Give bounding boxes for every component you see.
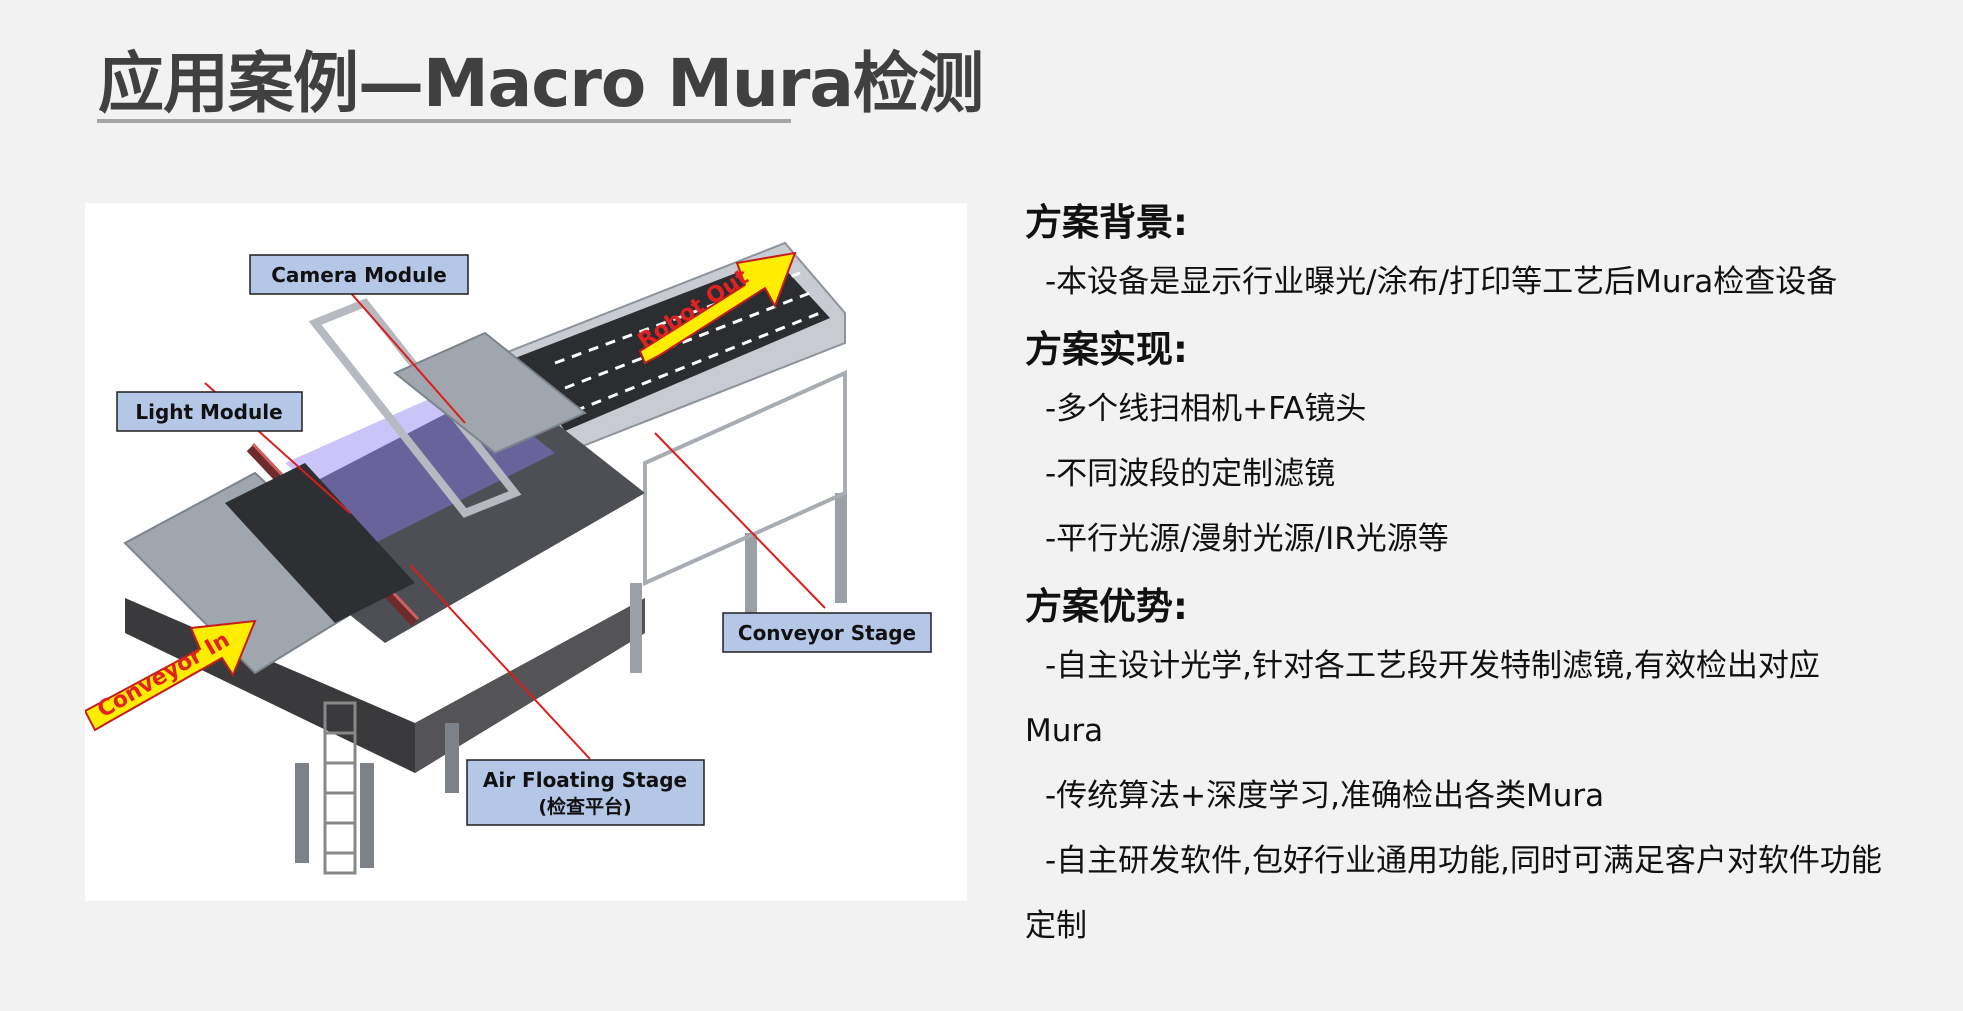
- ladder: [323, 701, 357, 875]
- section-heading-implementation: 方案实现:: [1025, 328, 1188, 371]
- equipment-figure: Robot Out Conveyor In Camera Module Ligh…: [85, 203, 967, 901]
- air-floating-stage-label: Air Floating Stage: [483, 768, 687, 792]
- advantage-item: -自主研发软件,包好行业通用功能,同时可满足客户对软件功能: [1045, 843, 1882, 879]
- air-stage-callout-line: [409, 564, 591, 760]
- stage-plate: [393, 331, 587, 455]
- advantage-item: -自主设计光学,针对各工艺段开发特制滤镜,有效检出对应: [1045, 648, 1820, 684]
- camera-module-box: [249, 254, 469, 295]
- air-floating-stage-sublabel: (检查平台): [538, 795, 631, 818]
- air-floating-stage-box: [466, 759, 705, 826]
- leg: [835, 493, 847, 603]
- loading-rollers: [225, 463, 415, 623]
- implementation-item: -平行光源/漫射光源/IR光源等: [1045, 521, 1449, 557]
- equipment-diagram: Robot Out Conveyor In Camera Module Ligh…: [85, 241, 932, 875]
- leg: [360, 763, 374, 868]
- conveyor-stage-label: Conveyor Stage: [738, 621, 916, 645]
- conveyor-stage-legframe: [643, 369, 847, 587]
- section-heading-advantages: 方案优势:: [1025, 585, 1188, 628]
- conveyor-in-arrow: [85, 619, 257, 732]
- camera-callout-line: [334, 274, 466, 424]
- advantage-item-continuation: Mura: [1025, 713, 1104, 749]
- title-underline: [97, 119, 791, 123]
- camera-gantry: [308, 298, 522, 518]
- leg: [445, 723, 459, 793]
- light-module-label: Light Module: [135, 400, 282, 424]
- background-item: -本设备是显示行业曝光/涂布/打印等工艺后Mura检查设备: [1045, 264, 1838, 300]
- solution-description: 方案背景: -本设备是显示行业曝光/涂布/打印等工艺后Mura检查设备 方案实现…: [1025, 196, 1945, 959]
- leg: [630, 583, 642, 673]
- machine-base-side: [415, 598, 645, 773]
- implementation-item: -多个线扫相机+FA镜头: [1045, 391, 1367, 427]
- leg: [295, 763, 309, 863]
- light-module-box: [116, 391, 303, 432]
- conveyor-stage-box: [722, 612, 932, 653]
- advantage-item-continuation: 定制: [1025, 908, 1087, 944]
- section-heading-background: 方案背景:: [1025, 201, 1188, 244]
- camera-module-label: Camera Module: [271, 263, 447, 287]
- page-title: 应用案例—Macro Mura检测: [98, 45, 984, 122]
- robot-out-arrow: [638, 251, 797, 365]
- conveyor-callout-line: [654, 432, 826, 609]
- implementation-item: -不同波段的定制滤镜: [1045, 456, 1336, 492]
- advantage-item: -传统算法+深度学习,准确检出各类Mura: [1045, 778, 1605, 814]
